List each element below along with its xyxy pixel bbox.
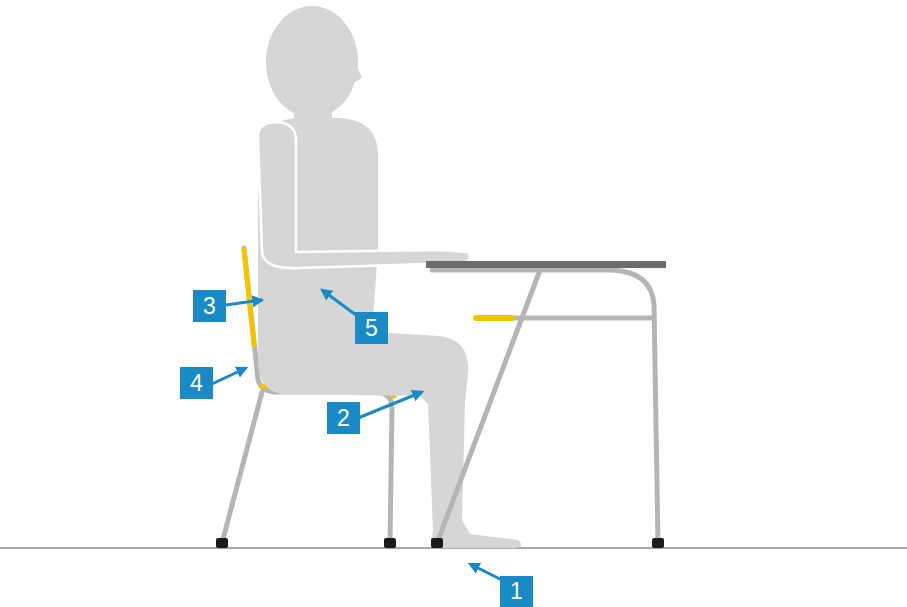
leg-cap [216, 538, 228, 548]
desk [432, 270, 658, 543]
chair-leg [222, 392, 262, 543]
arm [258, 122, 470, 268]
callout-box: 3 [193, 290, 226, 322]
person-silhouette [258, 6, 521, 548]
footrest [476, 315, 512, 321]
callout-number: 1 [510, 580, 523, 603]
backrest [244, 250, 254, 345]
desk-top [426, 261, 666, 268]
leader-arrows [212, 290, 506, 582]
desk-crossbar [512, 316, 652, 321]
callout-number: 2 [337, 407, 350, 430]
callout-number: 3 [203, 295, 216, 318]
callout-box: 4 [180, 367, 213, 399]
callout-box: 2 [327, 402, 360, 434]
leader-arrow [358, 392, 422, 418]
callout-number: 5 [365, 317, 378, 340]
desk-frame [432, 270, 658, 543]
body [258, 118, 521, 548]
callout-box: 5 [355, 312, 388, 344]
leg-cap [431, 538, 443, 548]
desk-leg [437, 270, 540, 543]
leader-arrow [212, 368, 246, 384]
leg-cap [652, 538, 664, 548]
nose [350, 50, 362, 84]
callout-number: 4 [190, 372, 203, 395]
leader-arrow [226, 300, 262, 305]
leg-caps [216, 538, 664, 548]
leg-cap [384, 538, 396, 548]
callout-box: 1 [500, 576, 533, 607]
leader-arrow [322, 290, 356, 315]
